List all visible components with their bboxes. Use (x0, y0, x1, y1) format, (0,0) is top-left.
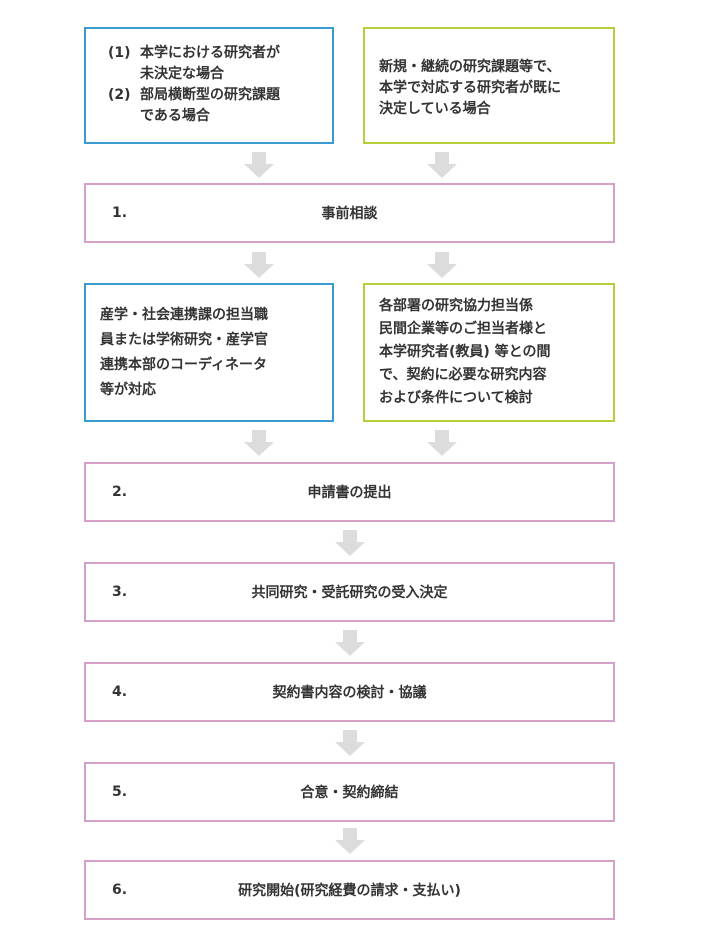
case-decided-line-1: 新規・継続の研究課題等で、 (379, 59, 561, 75)
case-item-2: (2) 部局横断型の研究課題 (108, 85, 280, 106)
arrow-down-icon (244, 152, 274, 178)
case-item-2-line-1: 部局横断型の研究課題 (140, 87, 280, 103)
arrow-down-icon (244, 252, 274, 278)
coordinator-line-2: 員または学術研究・産学官 (100, 332, 268, 348)
arrow-down-icon (244, 430, 274, 456)
case-item-2-line-2: である場合 (140, 108, 210, 124)
step-3-number: 3. (112, 584, 128, 600)
case-item-1-line-1: 本学における研究者が (140, 45, 280, 61)
step-4-label: 契約書内容の検討・協議 (272, 685, 427, 701)
step-2-box: 2. 申請書の提出 (84, 462, 615, 522)
arrow-down-icon (427, 252, 457, 278)
step-6-box: 6. 研究開始(研究経費の請求・支払い) (84, 860, 615, 920)
case-item-1: (1) 本学における研究者が (108, 43, 280, 64)
case-undecided-researcher-box: (1) 本学における研究者が 未決定な場合 (2) 部局横断型の研究課題 である場合 (84, 27, 334, 144)
department-line-3: 本学研究者(教員) 等との間 (379, 344, 551, 360)
case-item-2-number: (2) (108, 87, 131, 103)
step-3-box: 3. 共同研究・受託研究の受入決定 (84, 562, 615, 622)
case-decided-researcher-box: 新規・継続の研究課題等で、 本学で対応する研究者が既に 決定している場合 (363, 27, 615, 144)
step-2-number: 2. (112, 484, 128, 500)
step-5-label: 合意・契約締結 (300, 785, 399, 801)
department-line-2: 民間企業等のご担当者様と (379, 321, 547, 337)
coordinator-line-1: 産学・社会連携課の担当職 (100, 307, 268, 323)
coordinator-line-3: 連携本部のコーディネータ (100, 357, 268, 373)
arrow-down-icon (335, 530, 365, 556)
arrow-down-icon (427, 152, 457, 178)
step-5-box: 5. 合意・契約締結 (84, 762, 615, 822)
step-3-label: 共同研究・受託研究の受入決定 (251, 585, 448, 601)
case-item-1-line-2: 未決定な場合 (140, 66, 224, 82)
step-1-label: 事前相談 (321, 206, 378, 222)
arrow-down-icon (335, 730, 365, 756)
coordinator-line-4: 等が対応 (100, 382, 156, 398)
coordinator-response-box: 産学・社会連携課の担当職 員または学術研究・産学官 連携本部のコーディネータ 等… (84, 283, 334, 422)
arrow-down-icon (335, 630, 365, 656)
step-1-number: 1. (112, 205, 128, 221)
department-line-5: および条件について検討 (379, 390, 533, 406)
case-item-1-number: (1) (108, 45, 131, 61)
arrow-down-icon (335, 828, 365, 854)
step-2-label: 申請書の提出 (307, 485, 392, 501)
step-4-box: 4. 契約書内容の検討・協議 (84, 662, 615, 722)
arrow-down-icon (427, 430, 457, 456)
step-6-number: 6. (112, 882, 128, 898)
step-4-number: 4. (112, 684, 128, 700)
department-line-4: で、契約に必要な研究内容 (379, 367, 547, 383)
case-decided-line-2: 本学で対応する研究者が既に (379, 80, 561, 96)
department-line-1: 各部署の研究協力担当係 (379, 298, 533, 314)
case-decided-line-3: 決定している場合 (379, 101, 491, 117)
step-1-box: 1. 事前相談 (84, 183, 615, 243)
department-review-box: 各部署の研究協力担当係 民間企業等のご担当者様と 本学研究者(教員) 等との間 … (363, 283, 615, 422)
step-5-number: 5. (112, 784, 128, 800)
step-6-label: 研究開始(研究経費の請求・支払い) (238, 883, 461, 899)
